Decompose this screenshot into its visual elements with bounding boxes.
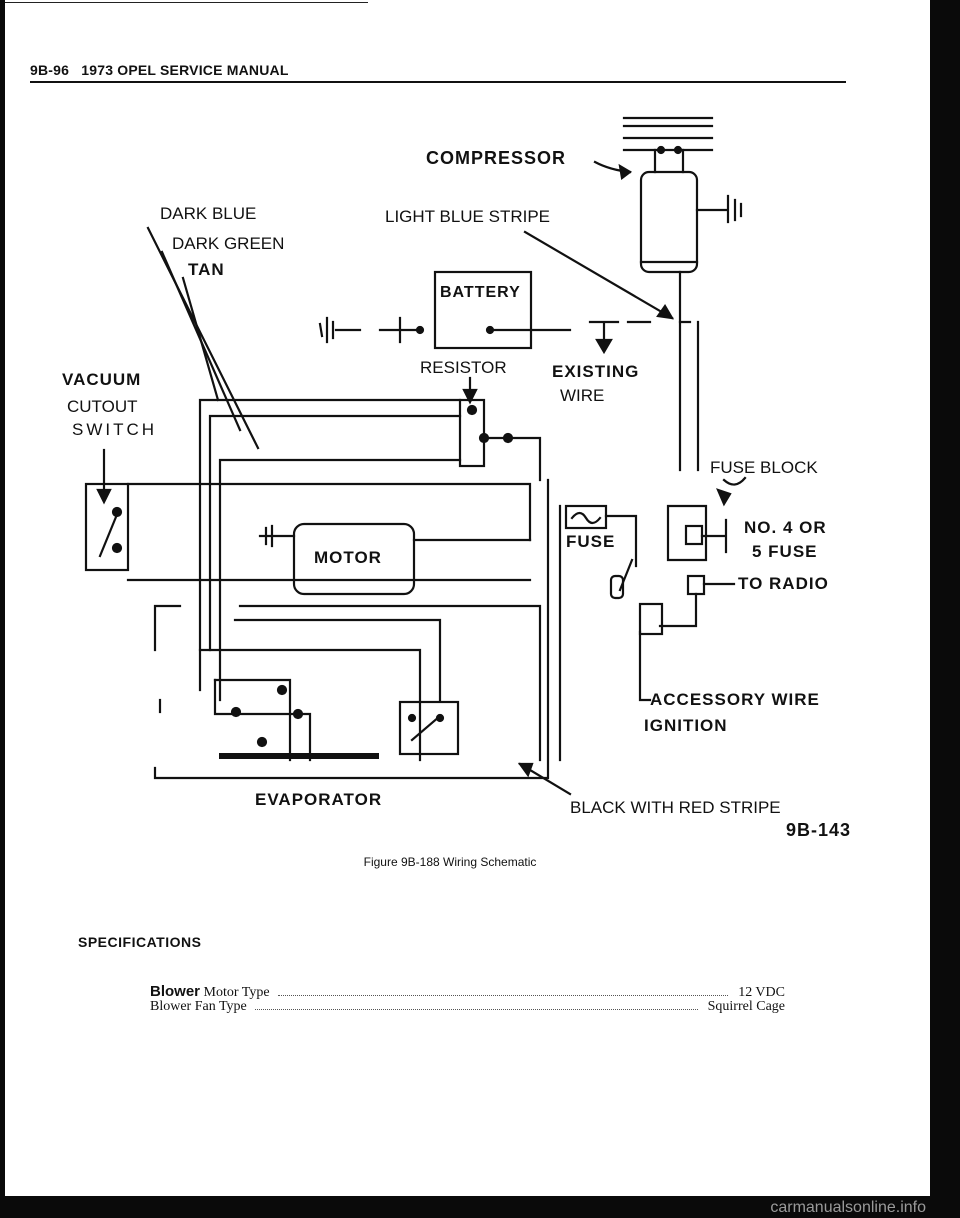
motor-box	[292, 522, 416, 596]
label-fuse: FUSE	[566, 532, 616, 551]
spec-name: Blower Fan Type	[150, 999, 247, 1015]
figure-code: 9B-143	[786, 820, 852, 840]
label-black-red-stripe: BLACK WITH RED STRIPE	[570, 798, 781, 817]
top-rule	[0, 2, 368, 3]
label-resistor: RESISTOR	[420, 358, 507, 377]
page-header: 9B-96 1973 OPEL SERVICE MANUAL	[30, 62, 289, 78]
leader-dots	[277, 995, 729, 996]
bottom-scan-edge	[0, 1196, 930, 1218]
page-code: 9B-96	[30, 62, 70, 78]
caption-number: 9B-188	[400, 855, 440, 869]
label-dark-blue: DARK BLUE	[160, 204, 257, 223]
spec-value: Squirrel Cage	[707, 999, 785, 1014]
battery-box	[433, 270, 533, 350]
spec-name-bold: Blower	[150, 983, 201, 1000]
label-to-radio: TO RADIO	[738, 574, 829, 593]
resistor-terminal	[378, 316, 422, 344]
spec-name-text: Motor Type	[203, 985, 270, 1000]
spec-row: Blower Fan Type Squirrel Cage	[150, 999, 785, 1015]
label-dark-green: DARK GREEN	[172, 234, 285, 253]
label-accessory-wire: ACCESSORY WIRE	[650, 690, 820, 709]
manual-title: 1973 OPEL SERVICE MANUAL	[81, 62, 289, 78]
label-evaporator: EVAPORATOR	[255, 790, 383, 809]
right-scan-edge	[930, 0, 960, 1218]
label-tan: TAN	[188, 260, 225, 279]
label-battery: BATTERY	[440, 284, 521, 301]
ground-left	[318, 316, 362, 344]
label-cutout: CUTOUT	[67, 397, 138, 416]
spec-value: 12 VDC	[738, 985, 785, 1000]
label-vacuum: VACUUM	[62, 370, 142, 389]
label-compressor: COMPRESSOR	[426, 148, 567, 168]
caption-prefix: Figure	[363, 855, 398, 869]
label-motor: MOTOR	[314, 548, 382, 567]
wiring-schematic	[84, 116, 747, 796]
label-fuse-block: FUSE BLOCK	[710, 458, 818, 477]
spec-name: Blower Motor Type	[150, 983, 270, 1001]
label-no4-or: NO. 4 OR	[744, 518, 827, 537]
leader-dots	[254, 1009, 698, 1010]
watermark: carmanualsonline.info	[770, 1199, 926, 1216]
label-switch: SWITCH	[72, 420, 158, 439]
label-light-blue-stripe: LIGHT BLUE STRIPE	[385, 207, 551, 226]
compressor-arrowhead	[618, 163, 632, 180]
label-existing: EXISTING	[552, 362, 640, 381]
header-rule	[30, 81, 846, 83]
existing-wire	[488, 320, 652, 344]
label-5-fuse: 5 FUSE	[752, 542, 818, 561]
compressor-symbol	[622, 116, 743, 472]
caption-title: Wiring Schematic	[443, 855, 537, 869]
specifications-title: SPECIFICATIONS	[78, 934, 202, 950]
light-blue-arrow	[523, 230, 674, 320]
spec-row: Blower Motor Type 12 VDC	[150, 983, 785, 1001]
label-ignition: IGNITION	[644, 716, 728, 735]
label-wire: WIRE	[560, 386, 605, 405]
left-scan-edge	[0, 0, 5, 1200]
figure-caption: Figure 9B-188 Wiring Schematic	[0, 855, 900, 869]
spec-name-text: Blower Fan Type	[150, 999, 247, 1014]
